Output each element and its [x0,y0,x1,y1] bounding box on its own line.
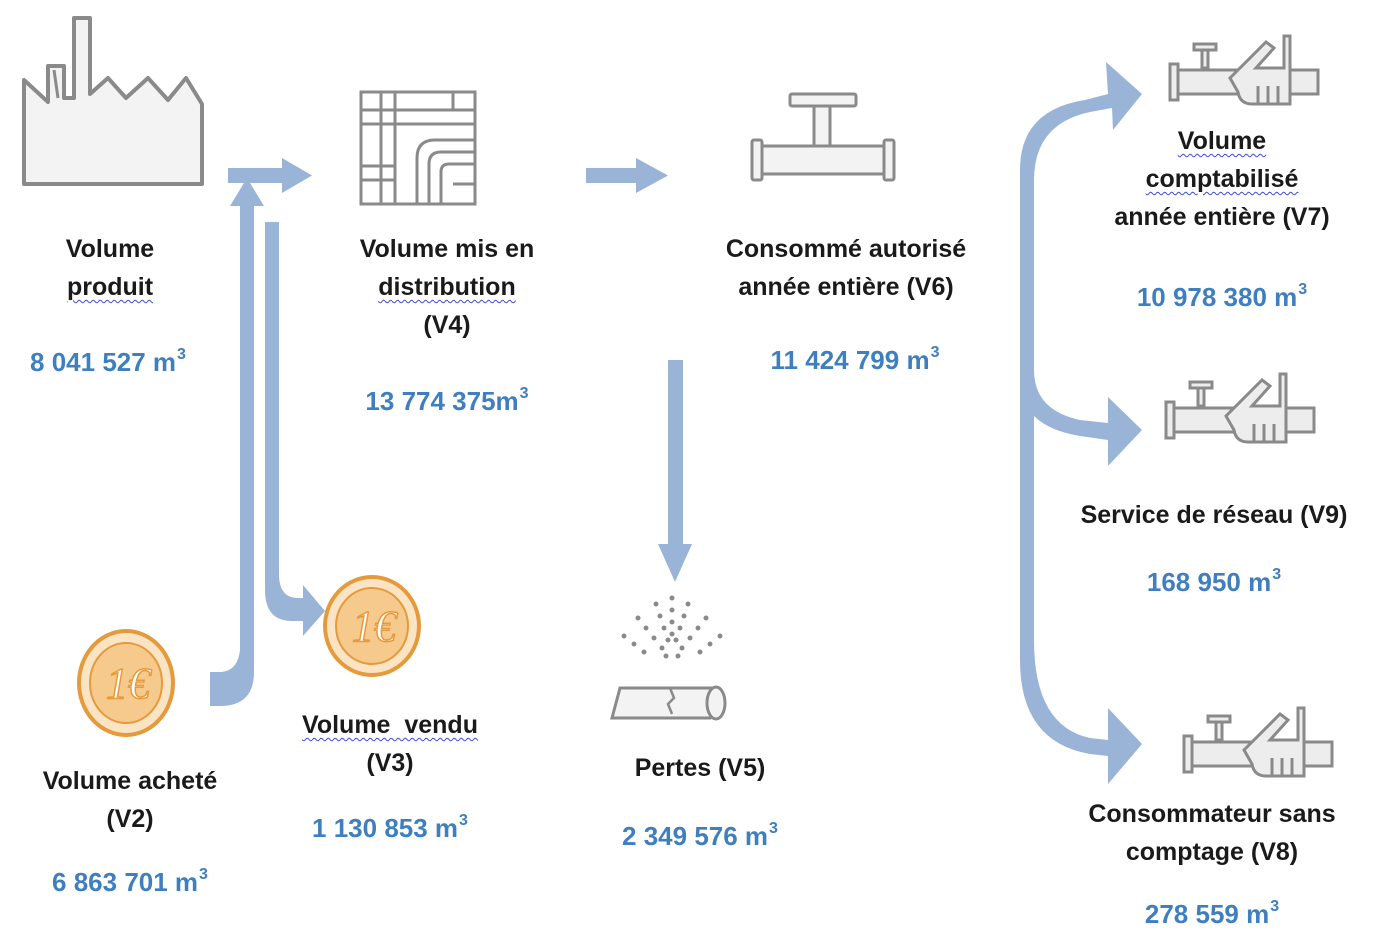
value-text: 11 424 799 m [770,345,930,375]
label-line: (V2) [106,805,154,833]
node-value-distribution: 13 774 375m3 [365,385,528,417]
label-line: Volume vendu [302,711,478,739]
arrow-to-vendu [265,222,325,636]
euro-coin-icon: 1€ [77,629,175,737]
value-exponent: 3 [769,820,778,837]
label-line: Service de réseau (V9) [1080,501,1348,529]
value-exponent: 3 [1270,898,1280,915]
node-value-comptabilise: 10 978 380 m3 [1137,281,1307,313]
arrow-to-pertes-head [658,544,692,582]
label-line: comptage (V8) [1125,838,1299,866]
label-line: produit [66,273,154,301]
hand-on-pipe-icon [1168,34,1320,106]
node-label-vendu: Volume vendu (V3) [302,706,478,782]
label-line: année entière (V7) [1114,203,1330,231]
value-exponent: 3 [199,866,208,883]
label-line: (V4) [423,311,471,339]
label-line: distribution [378,273,516,301]
factory-icon [22,16,204,186]
value-exponent: 3 [519,385,529,402]
node-value-achete: 6 863 701 m3 [52,866,208,898]
node-label-pertes: Pertes (V5) [635,749,766,787]
node-label-produit: Volume produit [66,230,154,306]
arrow-branch-middle [1020,330,1142,466]
pipe-network-icon [359,90,477,206]
value-text: 8 041 527 m [30,347,177,377]
node-value-sans-comptage: 278 559 m3 [1145,898,1279,930]
label-line: Consommé autorisé [725,235,967,263]
label-line: Consommateur sans [1088,800,1336,828]
node-value-service: 168 950 m3 [1147,566,1281,598]
node-label-comptabilise: Volume comptabilisé année entière (V7) [1114,122,1329,236]
label-line: année entière (V6) [738,273,954,301]
node-label-sans-comptage: Consommateur sans comptage (V8) [1088,795,1335,871]
hand-on-pipe-icon [1182,706,1334,778]
arrow-produit-to-distribution [228,168,284,183]
node-value-vendu: 1 130 853 m3 [312,812,468,844]
node-label-service: Service de réseau (V9) [1081,496,1348,534]
value-exponent: 3 [930,344,940,361]
label-line: Volume [1177,127,1267,155]
arrow-produit-to-distribution-head [282,158,312,193]
node-value-autorise: 11 424 799 m3 [771,344,940,376]
value-exponent: 3 [1298,281,1308,298]
value-exponent: 3 [459,812,468,829]
value-text: 1 130 853 m [312,813,459,843]
value-text: 13 774 375m [365,386,519,416]
euro-coin-icon: 1€ [323,575,421,677]
node-label-distribution: Volume mis en distribution (V4) [360,230,535,344]
label-line: Volume [65,235,155,263]
leaking-pipe-icon [610,595,727,721]
value-text: 10 978 380 m [1136,282,1298,312]
node-label-autorise: Consommé autorisé année entière (V6) [726,230,966,306]
value-text: 6 863 701 m [52,867,199,897]
value-text: 2 349 576 m [622,821,769,851]
label-line: comptabilisé [1145,165,1299,193]
label-line: (V3) [366,749,414,777]
value-exponent: 3 [1272,566,1282,583]
arrow-distribution-to-autorise-head [636,158,668,193]
value-text: 168 950 m [1146,567,1272,597]
hand-on-pipe-icon [1164,372,1316,444]
label-line: Volume mis en [359,235,535,263]
node-value-pertes: 2 349 576 m3 [622,820,778,852]
value-exponent: 3 [177,346,186,363]
arrow-distribution-to-autorise [586,168,638,183]
value-text: 278 559 m [1144,899,1270,929]
pipe-valve-icon [750,92,896,182]
label-line: Pertes (V5) [634,754,766,782]
node-label-achete: Volume acheté (V2) [43,762,218,838]
svg-text:1€: 1€ [106,659,152,708]
svg-text:1€: 1€ [352,602,398,651]
arrow-achete-up [210,178,264,706]
arrow-branch-bottom [1020,390,1142,784]
node-value-produit: 8 041 527 m3 [30,346,186,378]
arrow-to-pertes [668,360,683,546]
label-line: Volume acheté [42,767,218,795]
